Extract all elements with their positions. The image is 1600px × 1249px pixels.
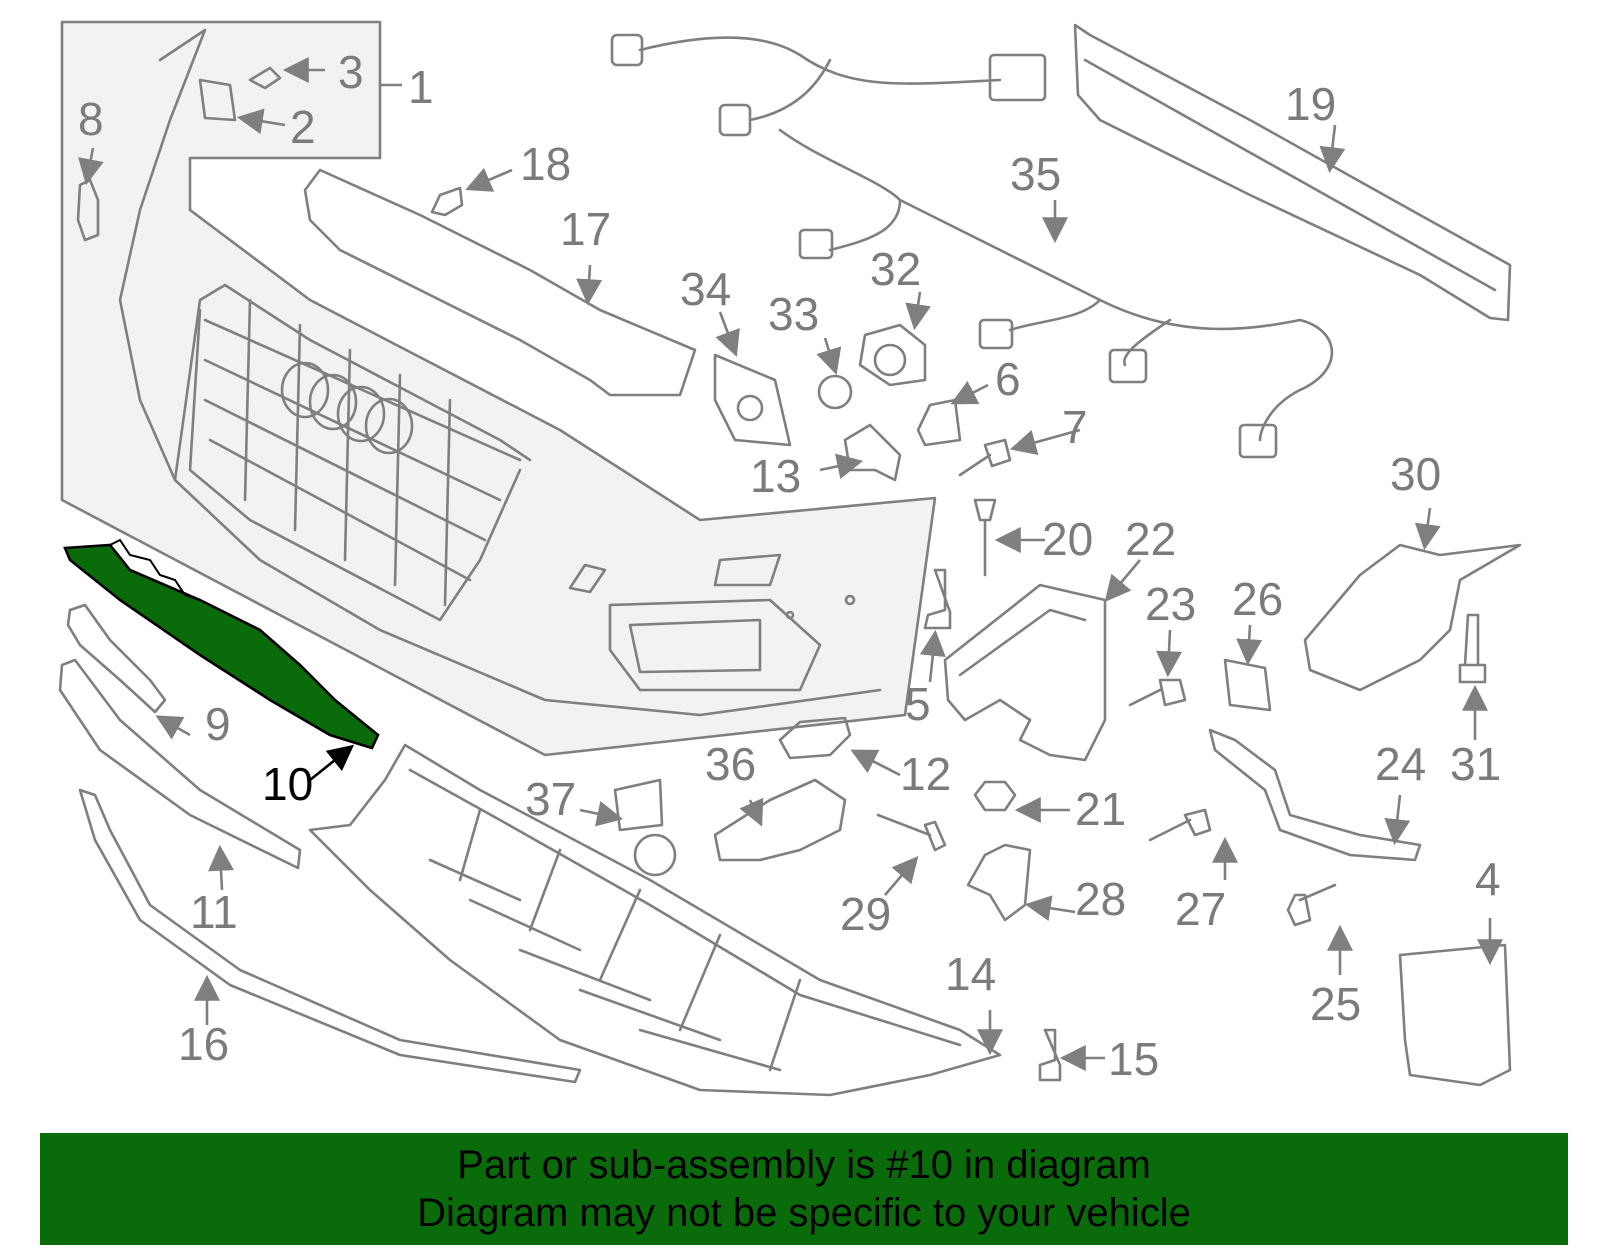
audi-rings-logo [280,361,414,455]
callout-25: 25 [1310,978,1361,1030]
part-7-bolt [958,438,1012,477]
part-19-reinforcement [1073,23,1512,322]
callout-18: 18 [520,138,571,190]
parts-diagram: 3 1 2 8 18 17 19 35 32 34 33 6 7 13 30 2… [58,20,1522,1097]
part-6-nut [916,398,962,447]
callout-2: 2 [290,101,316,153]
part-17-bracket [303,168,697,397]
leader-lines [78,57,1503,1071]
part-32-sensor [858,323,927,387]
part-12-cover [778,716,852,760]
callout-13: 13 [750,450,801,502]
part-18-clip [430,186,464,217]
callout-8: 8 [78,93,104,145]
callout-23: 23 [1145,578,1196,630]
part-37-holder [613,778,677,877]
part-27-rivet [1148,808,1212,842]
callout-37: 37 [525,773,576,825]
callout-34: 34 [680,263,731,315]
part-30-bracket [1303,543,1522,692]
callout-7: 7 [1062,401,1088,453]
bumper-cover-assembly [60,20,937,757]
callout-12: 12 [900,748,951,800]
part-22-bracket [943,583,1107,762]
part-35-harness [610,33,1334,459]
callout-19: 19 [1285,78,1336,130]
part-16-strip [78,788,582,1084]
callout-26: 26 [1232,573,1283,625]
part-5-bolt [923,568,952,630]
part-11-trim [58,658,302,870]
part-10-highlight[interactable] [63,538,380,750]
callout-33: 33 [768,288,819,340]
callout-20: 20 [1042,513,1093,565]
banner-line-2: Diagram may not be specific to your vehi… [417,1191,1191,1235]
part-26-clip [1223,658,1272,712]
part-2-clip [198,78,237,122]
part-25-screw [1286,883,1337,927]
banner-line-1: Part or sub-assembly is #10 in diagram [457,1143,1151,1187]
callout-9: 9 [205,698,231,750]
part-36-sensor [713,778,847,862]
part-29-rivet [876,813,947,852]
callout-29: 29 [840,888,891,940]
part-4-bag [1398,943,1512,1087]
callout-21: 21 [1075,783,1126,835]
callout-36: 36 [705,738,756,790]
callout-24: 24 [1375,738,1426,790]
callout-4: 4 [1475,853,1501,905]
callout-11: 11 [190,886,238,938]
callout-15: 15 [1108,1033,1159,1085]
callout-1: 1 [408,61,434,113]
info-banner: Part or sub-assembly is #10 in diagram D… [40,1133,1568,1245]
part-24-strip [1208,728,1422,862]
callout-27: 27 [1175,883,1226,935]
callout-labels: 3 1 2 8 18 17 19 35 32 34 33 6 7 13 30 2… [78,46,1501,1085]
callout-17: 17 [560,203,611,255]
part-13-bracket [843,423,902,482]
callout-6: 6 [995,353,1021,405]
callout-35: 35 [1010,148,1061,200]
part-3-screw [248,66,282,90]
part-33-ring [817,374,853,410]
callout-31: 31 [1450,738,1501,790]
part-21-nut [973,780,1017,812]
callout-30: 30 [1390,448,1441,500]
callout-28: 28 [1075,873,1126,925]
part-34-holder [713,353,792,447]
part-20-bolt [973,498,997,577]
part-15-bolt [1038,1028,1062,1082]
part-23-screw [1128,678,1187,707]
part-9-trim [66,603,167,714]
callout-22: 22 [1125,513,1176,565]
callout-3: 3 [338,46,364,98]
callout-16: 16 [178,1018,229,1070]
part-28-bracket [966,843,1032,922]
callout-32: 32 [870,243,921,295]
callout-14: 14 [945,948,996,1000]
callout-5: 5 [905,678,931,730]
callout-10: 10 [262,758,313,810]
part-31-bolt [1458,613,1487,684]
